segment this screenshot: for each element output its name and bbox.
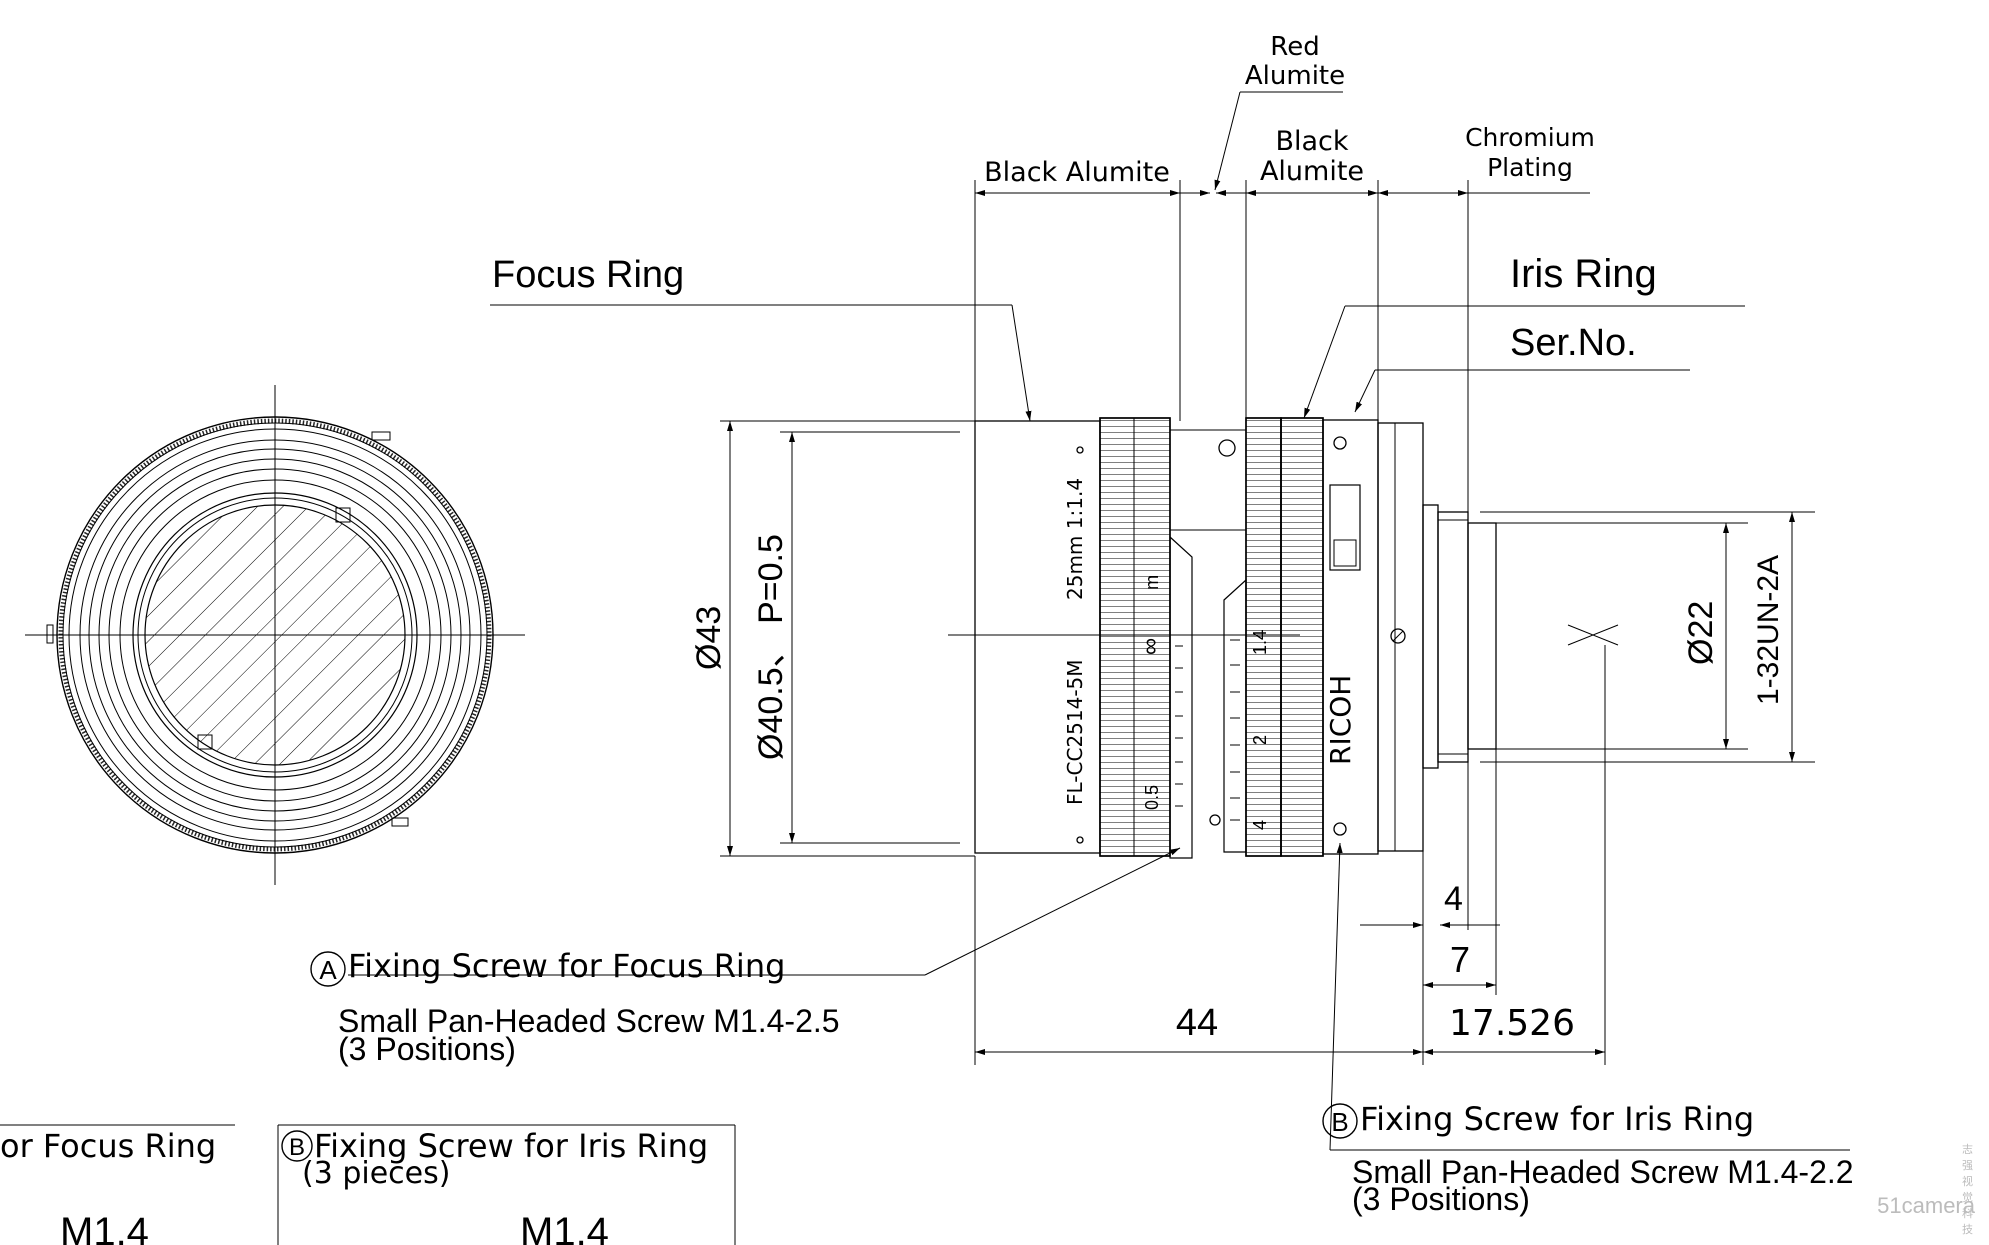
lens-markings: FL-CC2514-5M 25mm 1:1.4 RICOH 1.4 2 4 ∞ … <box>1063 478 1357 830</box>
black-alumite-right-label-line2: Alumite <box>1260 156 1364 187</box>
dim-7: 7 <box>1450 939 1470 980</box>
dim-4: 4 <box>1444 880 1463 918</box>
lens-model-text: FL-CC2514-5M <box>1063 659 1087 805</box>
callout-a-positions: (3 Positions) <box>338 1031 516 1067</box>
chromium-plating-label-line1: Chromium <box>1465 123 1595 152</box>
table-col-b-value: M1.4 <box>520 1210 609 1245</box>
black-alumite-right-label-line1: Black <box>1275 126 1348 157</box>
focus-mark-infinity: ∞ <box>1137 638 1164 655</box>
iris-ring-knurl-b <box>1280 417 1324 857</box>
table-col-a-title: or Focus Ring <box>0 1127 216 1165</box>
red-alumite-label-line1: Red <box>1270 32 1319 62</box>
lens-brand-text: RICOH <box>1324 675 1357 765</box>
dim-thread: 1-32UN-2A <box>1752 555 1785 705</box>
ser-no-label: Ser.No. <box>1510 322 1637 364</box>
callout-a-spec: Small Pan-Headed Screw M1.4-2.5 <box>338 1003 840 1039</box>
watermark-sub: 志强视觉科技 <box>1962 1144 1975 1236</box>
dim-44: 44 <box>1176 1002 1218 1044</box>
focus-mark-0-5: 0.5 <box>1142 785 1162 810</box>
callout-a-title: Fixing Screw for Focus Ring <box>348 947 785 985</box>
table-col-b-letter: B <box>289 1134 305 1161</box>
black-alumite-left-label: Black Alumite <box>984 157 1170 188</box>
table-col-b-title: Fixing Screw for Iris Ring <box>314 1127 708 1165</box>
table-col-b-sub: (3 pieces) <box>302 1156 450 1191</box>
callout-b-circle <box>1322 1103 1358 1139</box>
iris-ring-label: Iris Ring <box>1510 252 1657 296</box>
chromium-plating-label-line2: Plating <box>1487 153 1573 182</box>
aperture-mark-1: 1.4 <box>1250 630 1270 655</box>
callout-a-letter: A <box>319 955 337 985</box>
dimension-lines <box>0 91 1850 1245</box>
callout-b-letter: B <box>1331 1107 1348 1137</box>
callout-a-circle <box>310 951 346 987</box>
side-view <box>948 417 1619 859</box>
focus-mark-m: m <box>1142 575 1162 590</box>
annotation-labels: Red Alumite Black Alumite Black Alumite … <box>0 32 1854 1245</box>
lens-focal-text: 25mm 1:1.4 <box>1063 478 1087 600</box>
watermark-name: 51camera <box>1877 1193 1975 1218</box>
callout-b-spec: Small Pan-Headed Screw M1.4-2.2 <box>1352 1154 1854 1190</box>
dim-diameter-43: Ø43 <box>690 606 728 670</box>
table-col-b-circle <box>281 1130 313 1162</box>
front-view <box>25 385 525 885</box>
aperture-mark-3: 4 <box>1250 820 1270 830</box>
red-alumite-label-line2: Alumite <box>1245 61 1345 91</box>
focus-ring-label: Focus Ring <box>492 254 684 296</box>
callout-b-title: Fixing Screw for Iris Ring <box>1360 1100 1754 1138</box>
focus-ring-knurl <box>1099 417 1171 857</box>
dim-17-526: 17.526 <box>1449 1003 1575 1044</box>
dim-diameter-22: Ø22 <box>1682 601 1720 665</box>
aperture-mark-2: 2 <box>1250 735 1270 745</box>
table-col-a-value: M1.4 <box>60 1210 149 1245</box>
dim-diameter-40-5: Ø40.5、 P=0.5 <box>752 534 790 760</box>
callout-b-positions: (3 Positions) <box>1352 1181 1530 1217</box>
